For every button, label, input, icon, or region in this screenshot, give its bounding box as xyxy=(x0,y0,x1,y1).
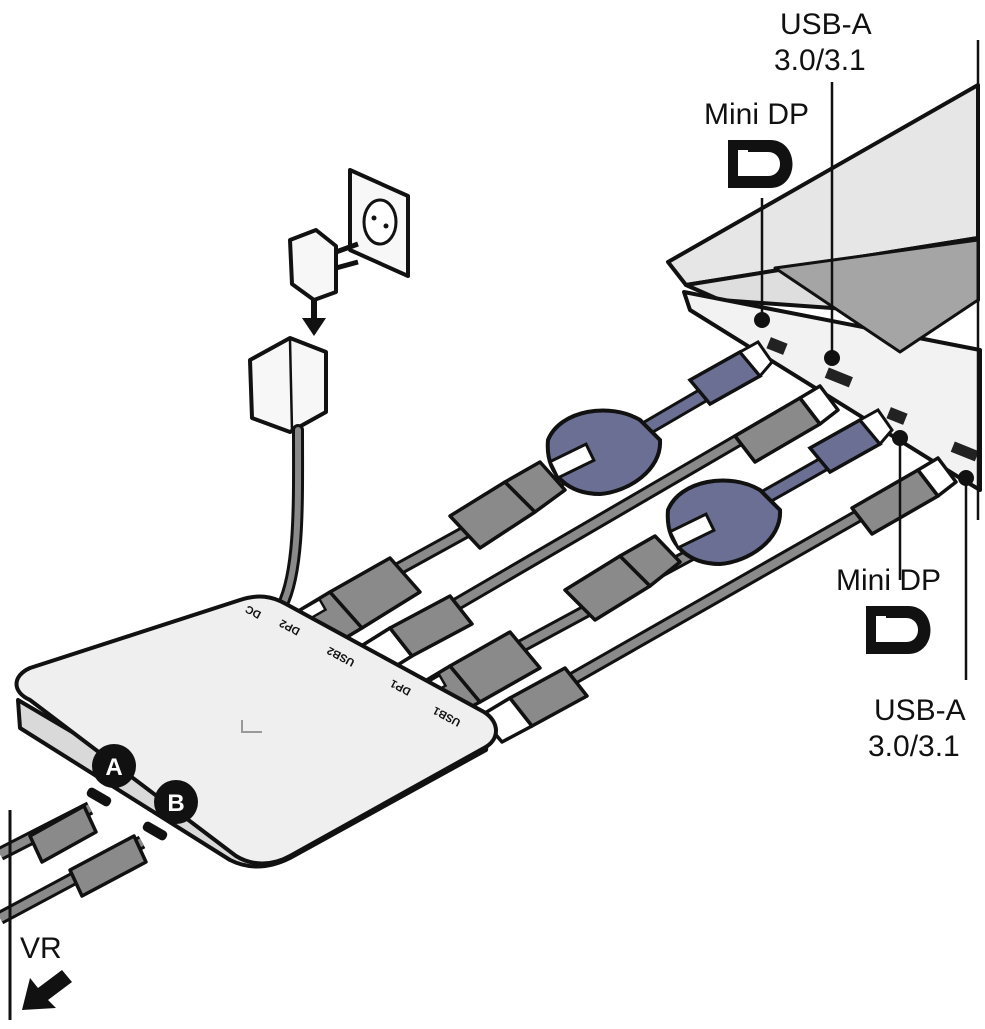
power-adapter xyxy=(248,336,328,434)
badge-b-text: B xyxy=(167,790,184,817)
callout-dots xyxy=(754,312,974,486)
dp-plug-2b xyxy=(563,534,682,622)
laptop xyxy=(666,83,982,492)
power-supply xyxy=(248,168,410,612)
laptop-port-usb-a-1 xyxy=(824,367,853,388)
usb-plug-2b xyxy=(850,456,958,536)
laptop-port-usb-a-2 xyxy=(950,441,979,462)
displayport-logo-icon-bottom: DP xyxy=(866,606,931,654)
displayport-logo-icon: DP xyxy=(728,140,793,188)
label-top-usb-a-line2: 3.0/3.1 xyxy=(774,44,866,77)
hub-port-b xyxy=(142,821,168,841)
hub-port-a xyxy=(86,787,112,807)
callouts xyxy=(760,40,980,680)
badge-a: A xyxy=(92,744,136,788)
mini-dp-adapter-1 xyxy=(545,340,774,497)
hub-top xyxy=(14,594,498,866)
label-top-mini-dp: Mini DP xyxy=(704,98,809,131)
label-bottom-usb-a-line1: USB-A xyxy=(874,694,966,727)
label-vr: VR xyxy=(20,932,62,965)
badge-a-text: A xyxy=(105,754,122,781)
arrow-down-left-icon xyxy=(22,970,72,1010)
vr-cables xyxy=(0,801,148,1020)
arrow-down-icon xyxy=(302,318,326,336)
mini-dp-adapter-2 xyxy=(665,408,894,567)
badge-b: B xyxy=(154,780,198,824)
power-plug xyxy=(288,228,338,302)
label-top-usb-a-line1: USB-A xyxy=(780,8,872,41)
laptop-port-mini-dp-2 xyxy=(886,407,908,425)
label-bottom-usb-a-line2: 3.0/3.1 xyxy=(868,730,960,763)
label-bottom-mini-dp: Mini DP xyxy=(836,564,941,597)
dp-plug-1b xyxy=(448,460,567,550)
usb-plug-1b xyxy=(733,384,840,464)
laptop-port-mini-dp-1 xyxy=(766,337,788,355)
